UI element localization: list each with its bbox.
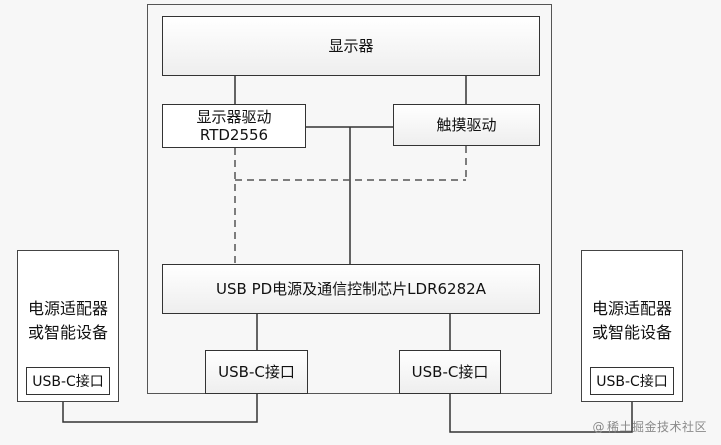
display-driver-box: 显示器驱动 RTD2556 (162, 104, 306, 148)
device-right-label: 电源适配器 或智能设备 (591, 299, 672, 342)
device-right-port: USB-C接口 (590, 367, 674, 395)
cable-left (62, 386, 258, 423)
device-right: 电源适配器 或智能设备 USB-C接口 (581, 250, 683, 402)
cable-right (449, 394, 633, 433)
controller-label: USB PD电源及通信控制芯片LDR6282A (216, 280, 486, 298)
watermark: @稀土掘金技术社区 (592, 418, 707, 435)
usb-c-port-left: USB-C接口 (205, 350, 308, 394)
device-left-port-label: USB-C接口 (32, 374, 104, 390)
display-driver-label: 显示器驱动 (196, 108, 272, 126)
device-right-port-label: USB-C接口 (596, 374, 668, 390)
device-left-label: 电源适配器 或智能设备 (27, 299, 108, 342)
watermark-at-icon: @ (592, 420, 605, 434)
display-label: 显示器 (328, 37, 374, 55)
controller-box: USB PD电源及通信控制芯片LDR6282A (162, 264, 540, 314)
usb-c-port-right: USB-C接口 (399, 350, 501, 394)
usb-c-port-right-label: USB-C接口 (411, 363, 489, 381)
monitor-enclosure (147, 4, 552, 394)
touch-driver-box: 触摸驱动 (393, 104, 540, 146)
display-driver-chip: RTD2556 (199, 126, 269, 144)
watermark-text: 稀土掘金技术社区 (606, 420, 707, 434)
device-left: 电源适配器 或智能设备 USB-C接口 (17, 250, 119, 402)
touch-driver-label: 触摸驱动 (436, 116, 497, 134)
device-left-port: USB-C接口 (26, 367, 110, 395)
display-box: 显示器 (162, 16, 540, 76)
usb-c-port-left-label: USB-C接口 (218, 363, 295, 381)
